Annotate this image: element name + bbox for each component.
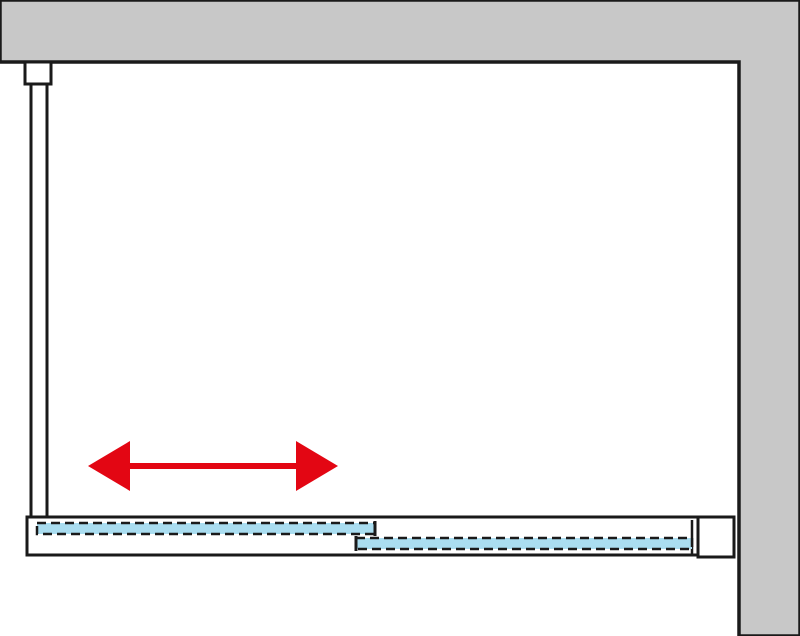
arrow-head-right (296, 441, 338, 491)
fixed-glass-fill (356, 538, 692, 549)
double-arrow-icon (88, 441, 338, 491)
side-glass-panel (29, 82, 49, 522)
sliding-glass-panel (35, 521, 377, 536)
arrow-shaft (120, 463, 310, 469)
fixed-glass-panel (354, 536, 694, 551)
sliding-glass-fill (37, 523, 375, 534)
side-panel (23, 60, 53, 522)
wall-profile (696, 515, 736, 559)
wall-bracket (23, 60, 53, 86)
arrow-head-left (88, 441, 130, 491)
